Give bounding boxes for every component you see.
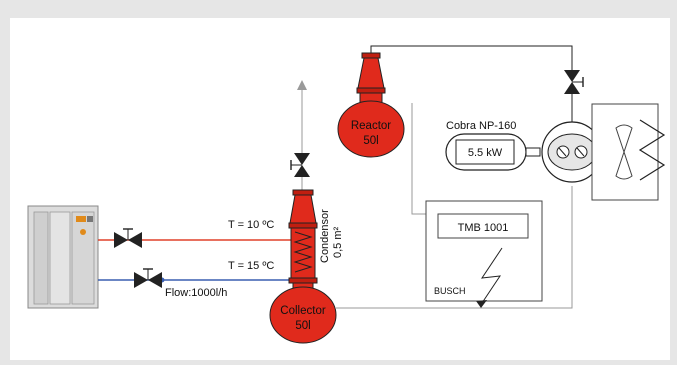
valve-return[interactable] xyxy=(114,228,142,248)
control-display xyxy=(437,213,529,239)
condensor-label: Condensor xyxy=(319,209,331,263)
controller-model-label: TMB 1001 xyxy=(458,222,509,234)
chiller-unit xyxy=(27,205,99,309)
valve-vent[interactable] xyxy=(290,153,310,177)
sensor-line xyxy=(411,103,428,215)
controller-brand-label: BUSCH xyxy=(434,286,466,296)
reactor-volume-label: 50l xyxy=(363,135,378,147)
condensor xyxy=(288,189,318,296)
chiller-panel-light xyxy=(76,216,86,222)
pump-motor xyxy=(445,133,541,171)
process-diagram: T = 10 ºC T = 15 ºC Flow:1000l/h Condens… xyxy=(27,45,666,344)
control-unit xyxy=(425,200,543,308)
heat-exchanger xyxy=(591,103,666,201)
pump-model-label: Cobra NP-160 xyxy=(446,120,516,132)
pump-power-label: 5.5 kW xyxy=(468,147,503,159)
lightning-icon xyxy=(479,247,503,307)
vent-arrow-icon xyxy=(297,80,307,90)
valve-pump-inlet[interactable] xyxy=(564,70,584,94)
collector-volume-label: 50l xyxy=(295,320,310,332)
condensor-area-label: 0,5 m² xyxy=(332,226,344,258)
collector-vessel xyxy=(269,286,337,344)
vacuum-return-line xyxy=(336,186,573,309)
flow-label: Flow:1000l/h xyxy=(165,287,227,299)
valve-supply[interactable] xyxy=(134,268,162,288)
reactor xyxy=(337,52,405,158)
heat-exchanger-coil xyxy=(638,119,666,181)
temp-top-label: T = 10 ºC xyxy=(228,219,274,231)
reactor-label: Reactor xyxy=(351,120,391,132)
collector-label: Collector xyxy=(280,305,326,317)
diagram-canvas: T = 10 ºC T = 15 ºC Flow:1000l/h Condens… xyxy=(10,18,670,360)
chiller-indicator-icon xyxy=(80,229,86,235)
reactor-suction-line xyxy=(370,45,573,70)
temp-bottom-label: T = 15 ºC xyxy=(228,260,274,272)
